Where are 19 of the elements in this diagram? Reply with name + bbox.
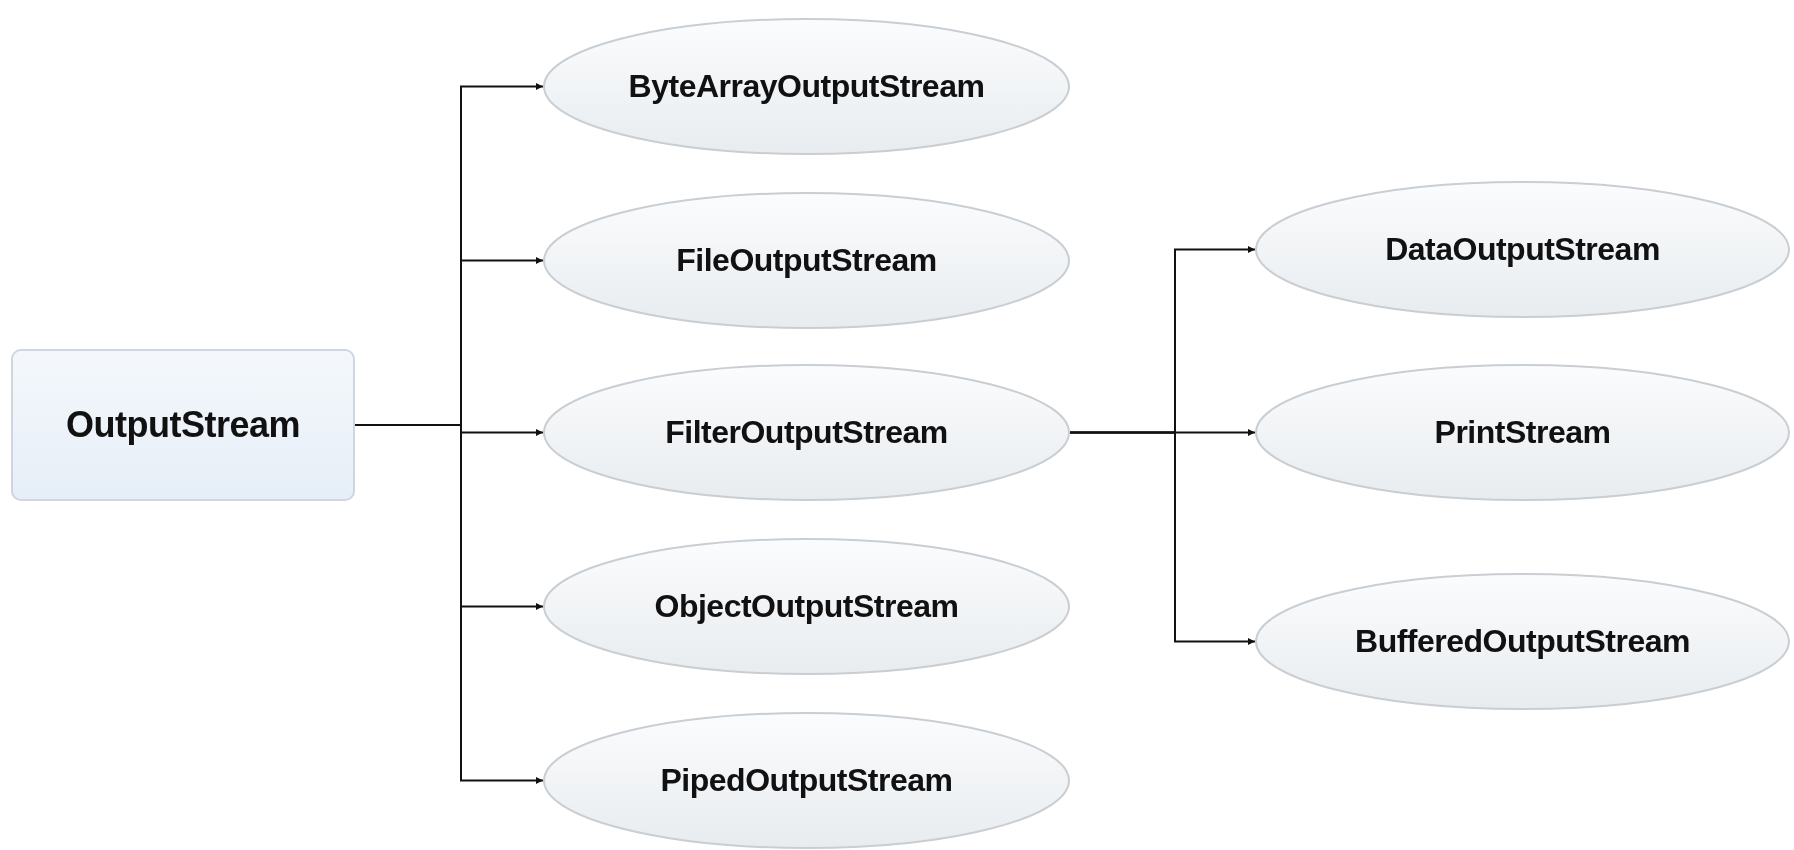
class-ellipse: [543, 192, 1070, 329]
node-label: ByteArrayOutputStream: [628, 68, 985, 105]
arrow: [1069, 431, 1256, 645]
node-label: BufferedOutputStream: [1355, 623, 1690, 660]
node-label: FilterOutputStream: [665, 414, 948, 451]
class-ellipse: [1255, 181, 1790, 318]
class-ellipse: [543, 538, 1070, 675]
node-label: DataOutputStream: [1385, 231, 1660, 268]
node-label: PrintStream: [1434, 414, 1611, 451]
node-label: PipedOutputStream: [660, 762, 953, 799]
class-ellipse: [543, 18, 1070, 155]
class-ellipse: [543, 364, 1070, 501]
class-ellipse: [1255, 364, 1790, 501]
class-ellipse: [543, 712, 1070, 849]
node-label: FileOutputStream: [676, 242, 937, 279]
process-box: [11, 349, 355, 501]
node-label: ObjectOutputStream: [654, 588, 959, 625]
class-ellipse: [1255, 573, 1790, 710]
node-label: OutputStream: [66, 404, 300, 446]
